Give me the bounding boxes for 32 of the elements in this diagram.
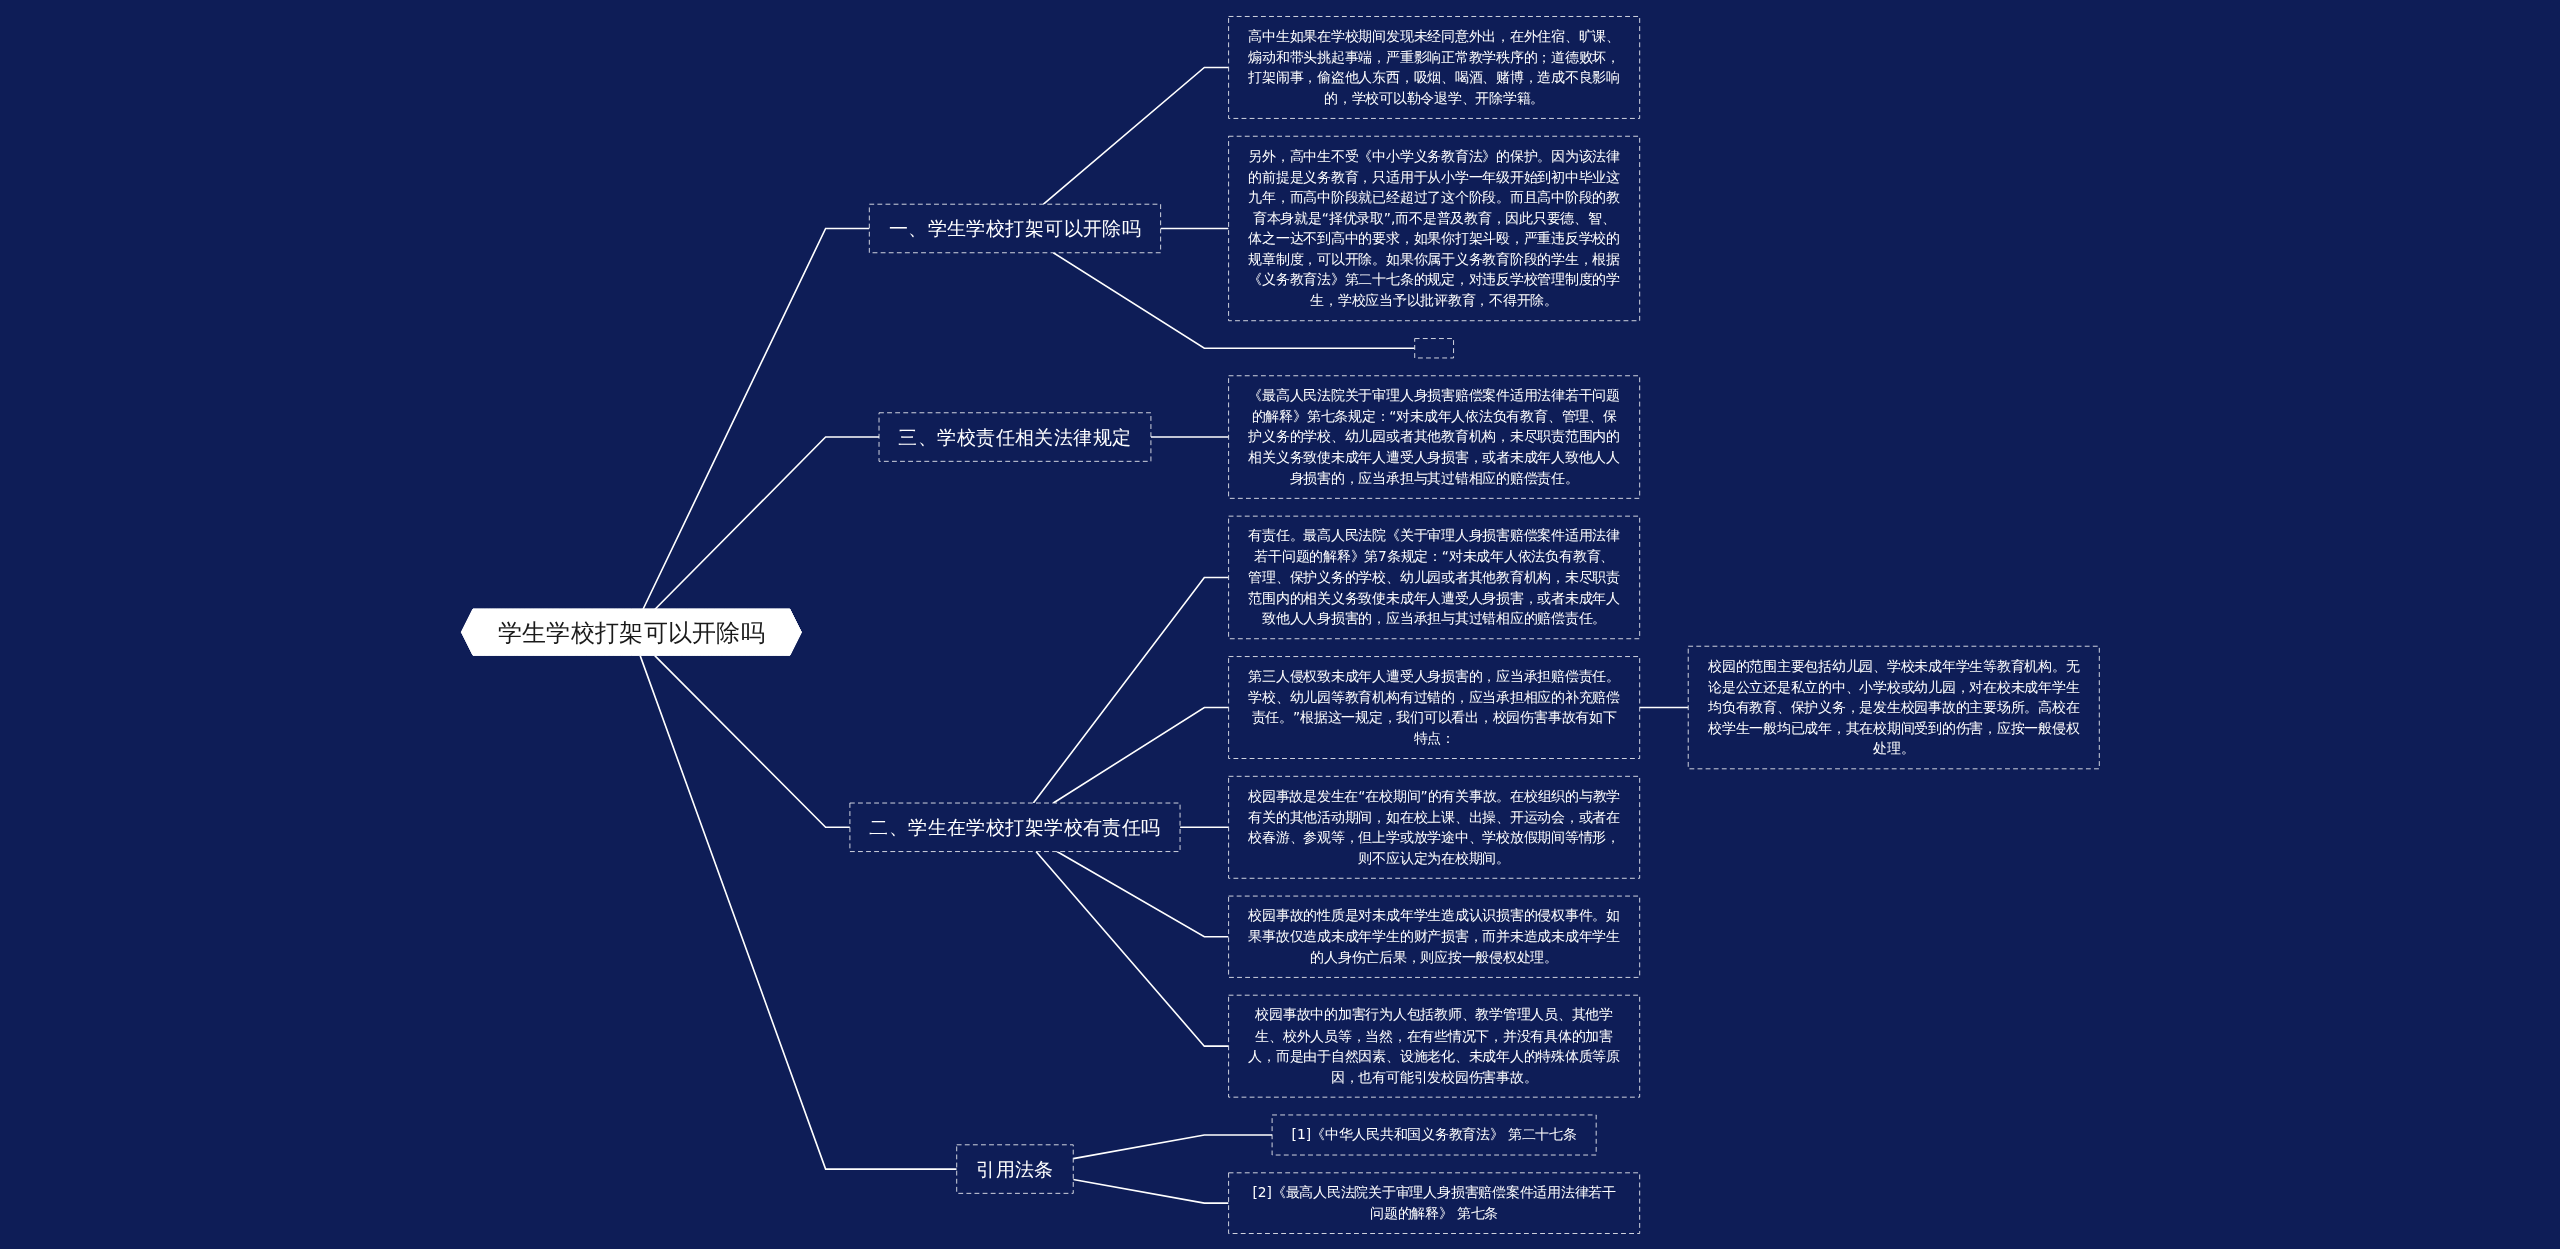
connector: [638, 654, 958, 1170]
connector: [1034, 850, 1229, 1047]
node-box: [1271, 1114, 1597, 1155]
node-box: [878, 411, 1151, 462]
node-box: [1227, 994, 1640, 1098]
node-box: [1227, 655, 1640, 759]
connector: [1052, 251, 1416, 349]
connector: [1042, 66, 1229, 205]
connector: [1149, 435, 1229, 438]
connector: [1052, 706, 1229, 804]
node-box: [868, 203, 1161, 253]
connector: [1055, 850, 1229, 938]
node-box: [1227, 775, 1640, 879]
node-box: [1227, 515, 1640, 639]
connector: [1178, 826, 1229, 828]
connector: [653, 654, 851, 828]
node-box: [1227, 374, 1640, 499]
connector: [653, 435, 880, 610]
node-box: [1687, 645, 2100, 769]
node-box: [1227, 135, 1640, 321]
connector: [1072, 1133, 1273, 1159]
node-box: [1227, 15, 1640, 119]
connector: [641, 227, 870, 610]
node-box: [955, 1143, 1074, 1194]
node-box: [849, 802, 1181, 852]
node-box: [1227, 895, 1640, 978]
connector: [1159, 227, 1229, 229]
connector: [1032, 576, 1229, 804]
connector: [1638, 706, 1689, 708]
node-box: [1413, 337, 1454, 358]
connector: [1072, 1178, 1229, 1204]
node-box: [1227, 1171, 1640, 1234]
